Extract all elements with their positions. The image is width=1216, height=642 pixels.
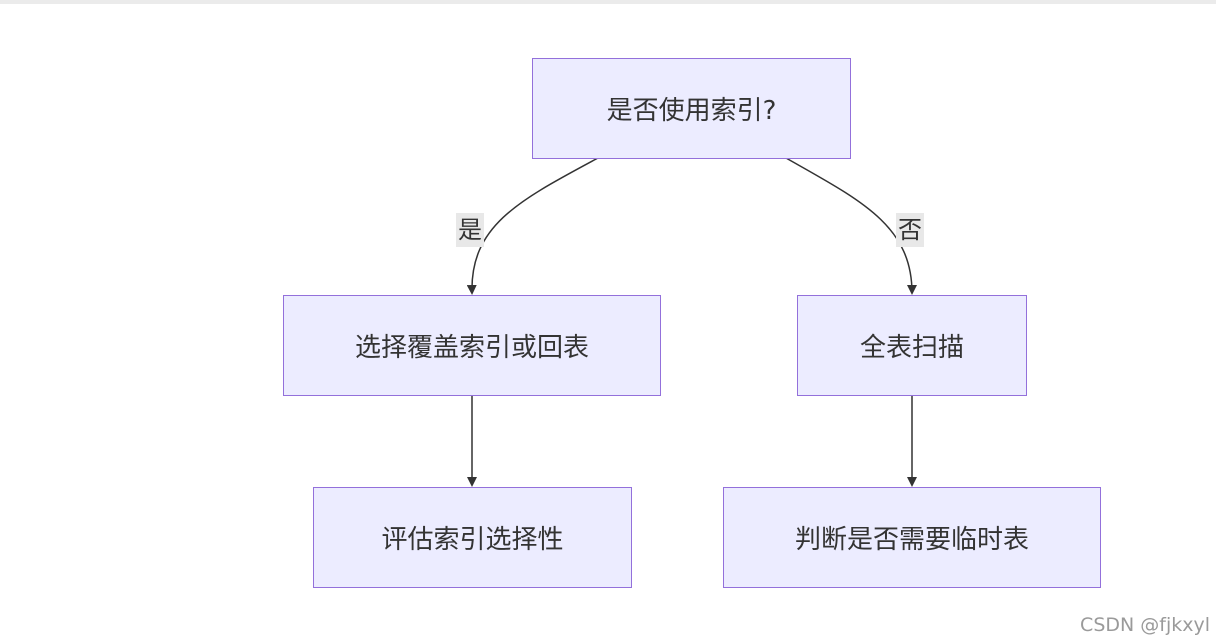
- node-use-index-decision: 是否使用索引?: [532, 58, 851, 159]
- edge-label-yes: 是: [456, 213, 484, 247]
- watermark-text: CSDN @fjkxyl: [1080, 614, 1210, 636]
- node-full-table-scan: 全表扫描: [797, 295, 1027, 396]
- node-covering-index-or-lookup: 选择覆盖索引或回表: [283, 295, 661, 396]
- node-evaluate-index-selectivity: 评估索引选择性: [313, 487, 632, 588]
- edge-root-to-left: [466, 157, 599, 295]
- edge-label-no: 否: [896, 213, 924, 247]
- edge-root-to-right: [785, 157, 917, 295]
- top-divider: [0, 0, 1216, 4]
- node-check-temp-table: 判断是否需要临时表: [723, 487, 1101, 588]
